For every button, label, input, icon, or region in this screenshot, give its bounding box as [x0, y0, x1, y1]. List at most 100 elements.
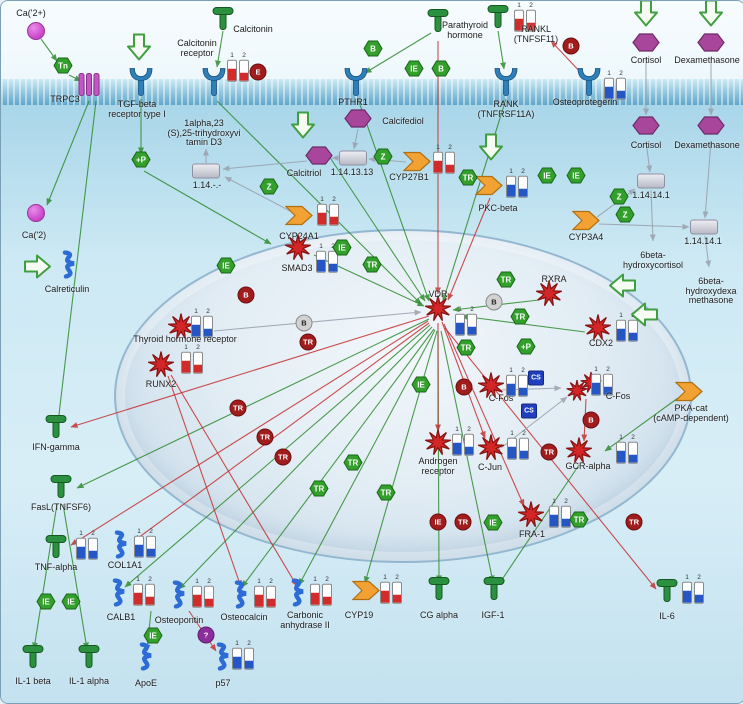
dexamethasone-cytoplasm[interactable] [697, 116, 725, 141]
gcr-alpha-label: GCR-alpha [565, 461, 611, 471]
rankl-ligand[interactable] [486, 5, 510, 34]
calb1-protein[interactable] [108, 578, 130, 612]
cyp24a1-enzyme[interactable] [284, 205, 313, 231]
calcitonin-ligand[interactable] [211, 7, 235, 36]
cortisol-cytoplasm[interactable] [632, 116, 660, 141]
parathyroid-hormone-ligand[interactable] [426, 9, 450, 38]
rank-receptor[interactable] [493, 68, 519, 103]
ca2-plus-ion[interactable] [27, 22, 45, 40]
gcr-alpha-tf[interactable] [564, 436, 594, 471]
osteoprotegerin-receptor[interactable] [576, 68, 602, 103]
p57-protein[interactable] [212, 642, 234, 676]
cyp3a4-enzyme[interactable] [571, 210, 600, 236]
ifn-gamma-label: IFN-gamma [32, 442, 80, 452]
trpc3-channel[interactable] [78, 73, 100, 102]
tnf-alpha-label: TNF-alpha [34, 562, 78, 572]
tr-badge: TR [274, 448, 292, 466]
ca2-ion[interactable] [27, 204, 45, 222]
igf-1-ligand[interactable] [482, 577, 506, 606]
il-6-ligand[interactable] [655, 579, 679, 608]
rxra-tf[interactable] [534, 279, 564, 314]
calreticulin-protein[interactable] [58, 250, 80, 284]
calcifediol-metabolite[interactable] [344, 109, 372, 134]
smad3-tf[interactable] [283, 233, 313, 268]
ifn-gamma-ligand[interactable] [44, 415, 68, 444]
cdx2-tf[interactable] [583, 313, 613, 348]
androgen-receptor-tf[interactable] [423, 428, 453, 463]
ie-badge: IE [36, 593, 56, 615]
ie-badge: IE [411, 376, 431, 398]
calcitonin-receptor[interactable] [201, 68, 227, 103]
parathyroid-hormone-label: Parathyroid hormone [441, 20, 489, 40]
dexamethasone-label: Dexamethasone [674, 55, 740, 65]
c-fos-tf[interactable] [476, 371, 506, 406]
reaction-box[interactable] [690, 219, 718, 235]
svg-text:IE: IE [489, 518, 497, 527]
reaction-box[interactable] [192, 163, 220, 179]
reaction-box[interactable] [339, 150, 367, 166]
fra-1-tf[interactable] [516, 500, 546, 535]
svg-text:TR: TR [463, 173, 474, 182]
svg-text:IE: IE [572, 171, 580, 180]
fasl-ligand[interactable] [49, 475, 73, 504]
runx2-tf[interactable] [146, 350, 176, 385]
cg-alpha-ligand[interactable] [427, 577, 451, 606]
b-badge: B [431, 60, 451, 82]
reaction-box[interactable] [637, 173, 665, 189]
apoe-protein[interactable] [135, 642, 157, 676]
osteopontin-protein[interactable] [168, 580, 190, 614]
cyp27b1-enzyme[interactable] [402, 151, 431, 177]
vdr-tf[interactable] [423, 294, 453, 329]
tgf-beta-receptor[interactable] [128, 68, 154, 103]
pthr1-receptor[interactable] [343, 68, 369, 103]
cyp19-label: CYP19 [344, 610, 374, 620]
vdr-label: VDR [428, 289, 448, 299]
cortisol-extracellular[interactable] [632, 33, 660, 58]
il-1-beta-ligand[interactable] [21, 645, 45, 674]
thyroid-hormone-receptor-tf[interactable] [166, 312, 196, 347]
dexamethasone-extracellular[interactable] [697, 33, 725, 58]
col1a1-protein[interactable] [110, 530, 132, 564]
calcitriol-metabolite[interactable] [305, 146, 333, 171]
svg-text:Z: Z [267, 182, 272, 191]
c-jun-tf[interactable] [476, 433, 506, 468]
pka-cat-enzyme[interactable] [674, 381, 703, 407]
cyp27b1-label: CYP27B1 [389, 172, 429, 182]
carbonic-anhydrase-ii-protein[interactable] [287, 578, 309, 612]
pthr1-label: PTHR1 [338, 97, 368, 107]
osteocalcin-protein[interactable] [230, 580, 252, 614]
tnf-alpha-ligand[interactable] [44, 535, 68, 564]
il-1-alpha-ligand[interactable] [77, 645, 101, 674]
ie-badge: IE [483, 514, 503, 536]
cyp19-enzyme[interactable] [351, 580, 380, 606]
hydroxycortisol-label: 6beta- hydroxycortisol [622, 250, 684, 270]
smad3-label: SMAD3 [281, 263, 313, 273]
pkc-beta-enzyme[interactable] [474, 175, 503, 201]
rxra-label: RXRA [541, 274, 567, 284]
